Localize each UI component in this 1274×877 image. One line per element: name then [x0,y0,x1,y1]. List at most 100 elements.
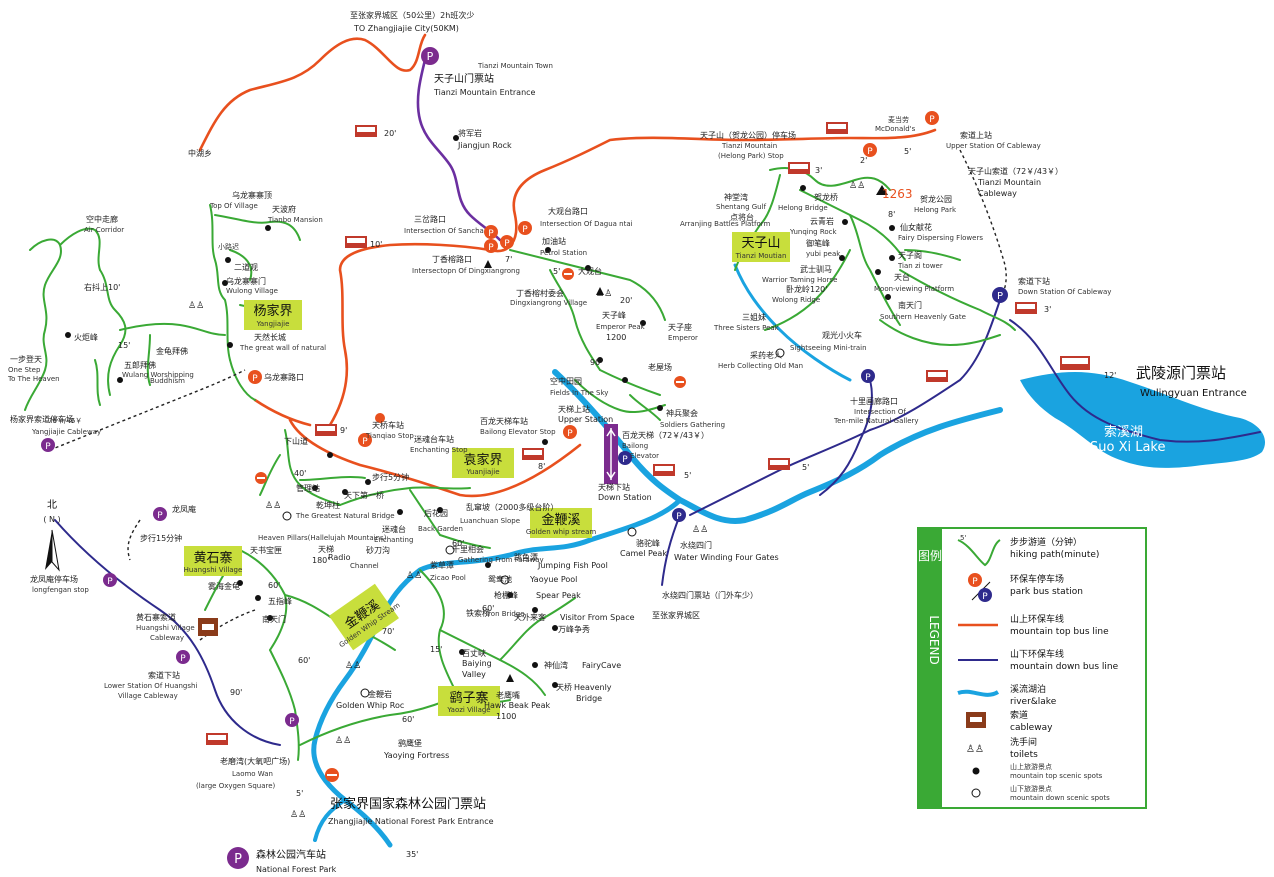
svg-text:溪流湖泊: 溪流湖泊 [1010,683,1046,695]
parking-yuanjiajie-west[interactable] [375,413,385,423]
svg-text:cableway: cableway [1010,723,1053,733]
svg-text:90': 90' [590,358,602,367]
svg-text:黄石寨: 黄石寨 [193,550,232,566]
svg-text:山上旅游景点: 山上旅游景点 [1010,762,1052,771]
svg-text:♙♙: ♙♙ [265,501,281,511]
svg-text:老磨湾(大氧吧广场): 老磨湾(大氧吧广场) [220,756,290,766]
map-labels: 至张家界城区（50公里）2h班次少 TO Zhangjiajie City(50… [7,10,1247,874]
svg-text:15': 15' [430,645,442,654]
svg-text:百丈峡: 百丈峡 [462,648,486,658]
parking-longfeng[interactable]: P [153,507,167,521]
svg-text:贺龙桥: 贺龙桥 [814,192,838,202]
svg-text:Intersection Of: Intersection Of [854,408,906,416]
svg-text:The Greatest Natural Bridge: The Greatest Natural Bridge [295,512,395,520]
parking-sancha[interactable]: P [484,225,498,239]
svg-text:15': 15' [118,341,130,350]
svg-text:Bridge: Bridge [576,694,602,703]
parking-forest-bus[interactable]: P [227,847,249,869]
parking-tianqiao[interactable]: P [358,433,372,447]
svg-text:加油站: 加油站 [542,236,566,246]
parking-shuirao[interactable]: P [672,508,686,522]
parking-helong[interactable]: P [863,143,877,157]
svg-text:索道: 索道 [1010,709,1028,721]
svg-text:鹞子寨: 鹞子寨 [449,690,488,706]
parking-longfeng-stop[interactable]: P [103,573,117,587]
bus-icon [826,122,848,134]
svg-text:Fields In The Sky: Fields In The Sky [550,389,608,397]
svg-text:Tianzi Mountain: Tianzi Mountain [721,142,777,150]
svg-text:山上环保车线: 山上环保车线 [1010,613,1064,625]
svg-text:御笔峰: 御笔峰 [806,238,830,248]
svg-text:采药老人: 采药老人 [750,350,782,360]
parking-shilihualang[interactable]: P [861,369,875,383]
svg-text:云青岩: 云青岩 [810,216,834,226]
svg-text:丁香榕村委会: 丁香榕村委会 [516,288,564,298]
svg-text:Arranjing Battles Platform: Arranjing Battles Platform [680,220,771,228]
svg-text:枪棚峰: 枪棚峰 [494,590,518,600]
svg-text:10': 10' [370,240,382,249]
parking-tianzi-town[interactable]: P [421,47,439,65]
svg-text:(large Oxygen Square): (large Oxygen Square) [196,782,276,790]
parking-huangshi[interactable]: P [176,650,190,664]
svg-text:Golden whip stream: Golden whip stream [526,528,597,536]
svg-text:Radio: Radio [328,553,351,562]
parking-mcd[interactable]: P [925,111,939,125]
svg-text:P: P [522,225,528,235]
parking-sancha-2[interactable]: P [484,239,498,253]
svg-text:索道上站: 索道上站 [960,130,992,140]
svg-text:P: P [929,115,935,125]
svg-text:P: P [867,147,873,157]
svg-text:十里画廊路口: 十里画廊路口 [850,396,898,406]
bus-icon [926,370,948,382]
parking-wulong[interactable]: P [248,370,262,384]
svg-text:Elevator: Elevator [630,452,659,460]
svg-text:天子山: 天子山 [741,236,780,251]
svg-text:乌龙寨寨门: 乌龙寨寨门 [226,276,266,286]
svg-text:♙♙: ♙♙ [345,661,361,671]
parking-markers[interactable]: P P P P P P P P P P P P P P P P P P P P [41,47,1008,869]
mountain-top-bus-lines [198,33,937,498]
svg-text:Enchanting: Enchanting [374,536,413,544]
svg-text:老屋场: 老屋场 [648,362,672,372]
svg-text:天梯上站: 天梯上站 [558,404,590,414]
svg-text:Dingxiangrong Village: Dingxiangrong Village [510,299,587,307]
bus-icon [355,125,377,137]
svg-text:铁索桥: 铁索桥 [466,608,490,618]
svg-text:Yangjiajie: Yangjiajie [256,320,290,328]
parking-dingxiang[interactable]: P [500,235,514,249]
svg-text:空中田园: 空中田园 [550,376,582,386]
lake-label-cn: 索溪湖 [1104,425,1143,440]
svg-text:大观台: 大观台 [578,266,602,276]
svg-text:P: P [234,852,242,867]
svg-text:♙♙: ♙♙ [966,744,984,755]
parking-laomo[interactable]: P [285,713,299,727]
parking-petrol[interactable]: P [518,221,532,235]
svg-text:观光小火车: 观光小火车 [822,330,862,340]
svg-text:♙♙: ♙♙ [188,301,204,311]
parking-cable-down[interactable]: P [992,287,1008,303]
svg-text:(Helong Park) Stop: (Helong Park) Stop [718,152,784,160]
svg-text:神堂湾: 神堂湾 [724,192,748,202]
bus-line-yangjiajie [253,398,312,427]
svg-text:♙♙: ♙♙ [290,810,306,820]
svg-text:Air Corridor: Air Corridor [84,226,124,234]
longfeng-path [127,519,141,561]
svg-text:♙♙: ♙♙ [849,181,865,191]
parking-bailong[interactable]: P [563,425,577,439]
svg-text:天桥车站: 天桥车站 [372,420,404,430]
bus-line-zhonghu [198,33,427,152]
svg-text:♙♙: ♙♙ [596,289,612,299]
svg-text:♙♙: ♙♙ [335,736,351,746]
svg-text:洗手间: 洗手间 [1010,736,1037,748]
svg-text:跳鱼潭: 跳鱼潭 [514,552,538,562]
svg-text:天下第一桥: 天下第一桥 [344,490,384,500]
parking-yangjiajie-cable[interactable]: P [41,438,55,452]
forest-bus-station-en: National Forest Park [256,865,337,874]
svg-text:Spear Peak: Spear Peak [536,591,581,600]
svg-text:Baiying: Baiying [462,659,492,668]
svg-text:7': 7' [505,255,512,264]
huangshi-cableway [199,609,256,641]
area-jinbianxi-north: 金鞭溪 Golden whip stream [526,508,597,538]
parking-down-station[interactable]: P [618,451,632,465]
svg-text:P: P [45,442,51,452]
